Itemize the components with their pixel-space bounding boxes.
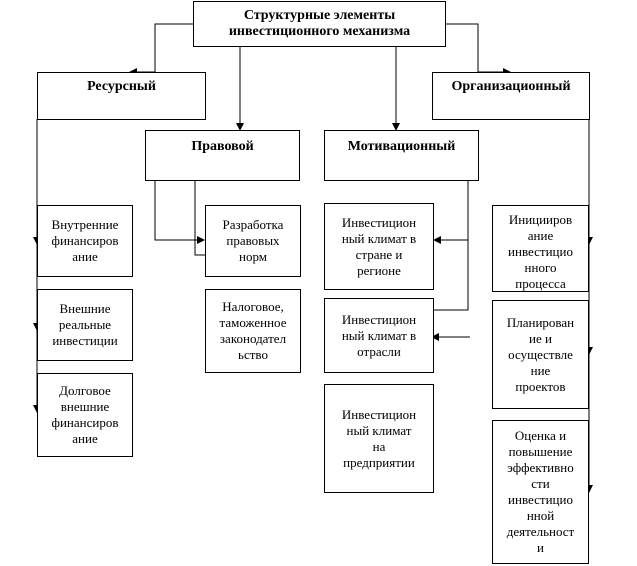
branch-resource: Ресурсный	[37, 72, 206, 120]
root-title: Структурные элементы инвестиционного мех…	[228, 8, 411, 39]
legal-item-text: Разработка правовых норм	[222, 217, 284, 264]
connector-root-resource	[129, 23, 193, 76]
organizational-item: Иницииров ание инвестицио нного процесса	[492, 205, 589, 292]
branch-organizational-title: Организационный	[451, 79, 571, 94]
connector-motivation-item-1	[433, 180, 469, 244]
organizational-item: Планирован ие и осуществле ние проектов	[492, 300, 589, 409]
resource-item: Внутренние финансиров ание	[37, 205, 133, 277]
branch-motivation: Мотивационный	[324, 130, 479, 181]
motivation-item: Инвестицион ный климат в стране и регион…	[324, 203, 434, 290]
connector-root-organizational	[446, 23, 511, 76]
root-node: Структурные элементы инвестиционного мех…	[193, 1, 446, 47]
legal-item: Разработка правовых норм	[205, 205, 301, 277]
motivation-item-text: Инвестицион ный климат на предприятии	[341, 406, 417, 470]
resource-item-text: Долговое внешние финансиров ание	[51, 383, 119, 446]
connector-legal-item-2	[194, 180, 205, 256]
organizational-item-text: Оценка и повышение эффективно сти инвест…	[506, 428, 575, 555]
resource-item-text: Внутренние финансиров ание	[51, 217, 119, 264]
motivation-item-text: Инвестицион ный климат в отрасли	[341, 311, 417, 359]
branch-motivation-title: Мотивационный	[347, 139, 456, 154]
resource-item: Долговое внешние финансиров ание	[37, 373, 133, 457]
legal-item: Налоговое, таможенное законодател ьство	[205, 289, 301, 373]
branch-legal-title: Правовой	[191, 139, 254, 154]
branch-resource-title: Ресурсный	[87, 79, 156, 94]
motivation-item: Инвестицион ный климат на предприятии	[324, 384, 434, 493]
connector-motivation-item-1b	[434, 240, 469, 311]
organizational-item-text: Планирован ие и осуществле ние проектов	[506, 314, 575, 394]
organizational-item-text: Иницииров ание инвестицио нного процесса	[508, 212, 573, 291]
branch-organizational: Организационный	[432, 72, 590, 120]
organizational-item: Оценка и повышение эффективно сти инвест…	[492, 420, 589, 564]
motivation-item: Инвестицион ный климат в отрасли	[324, 298, 434, 373]
connector-legal-item-1	[154, 180, 205, 244]
resource-item-text: Внешние реальные инвестиции	[52, 301, 118, 348]
branch-legal: Правовой	[145, 130, 300, 181]
motivation-item-text: Инвестицион ный климат в стране и регион…	[341, 214, 417, 278]
legal-item-text: Налоговое, таможенное законодател ьство	[219, 299, 287, 362]
resource-item: Внешние реальные инвестиции	[37, 289, 133, 361]
